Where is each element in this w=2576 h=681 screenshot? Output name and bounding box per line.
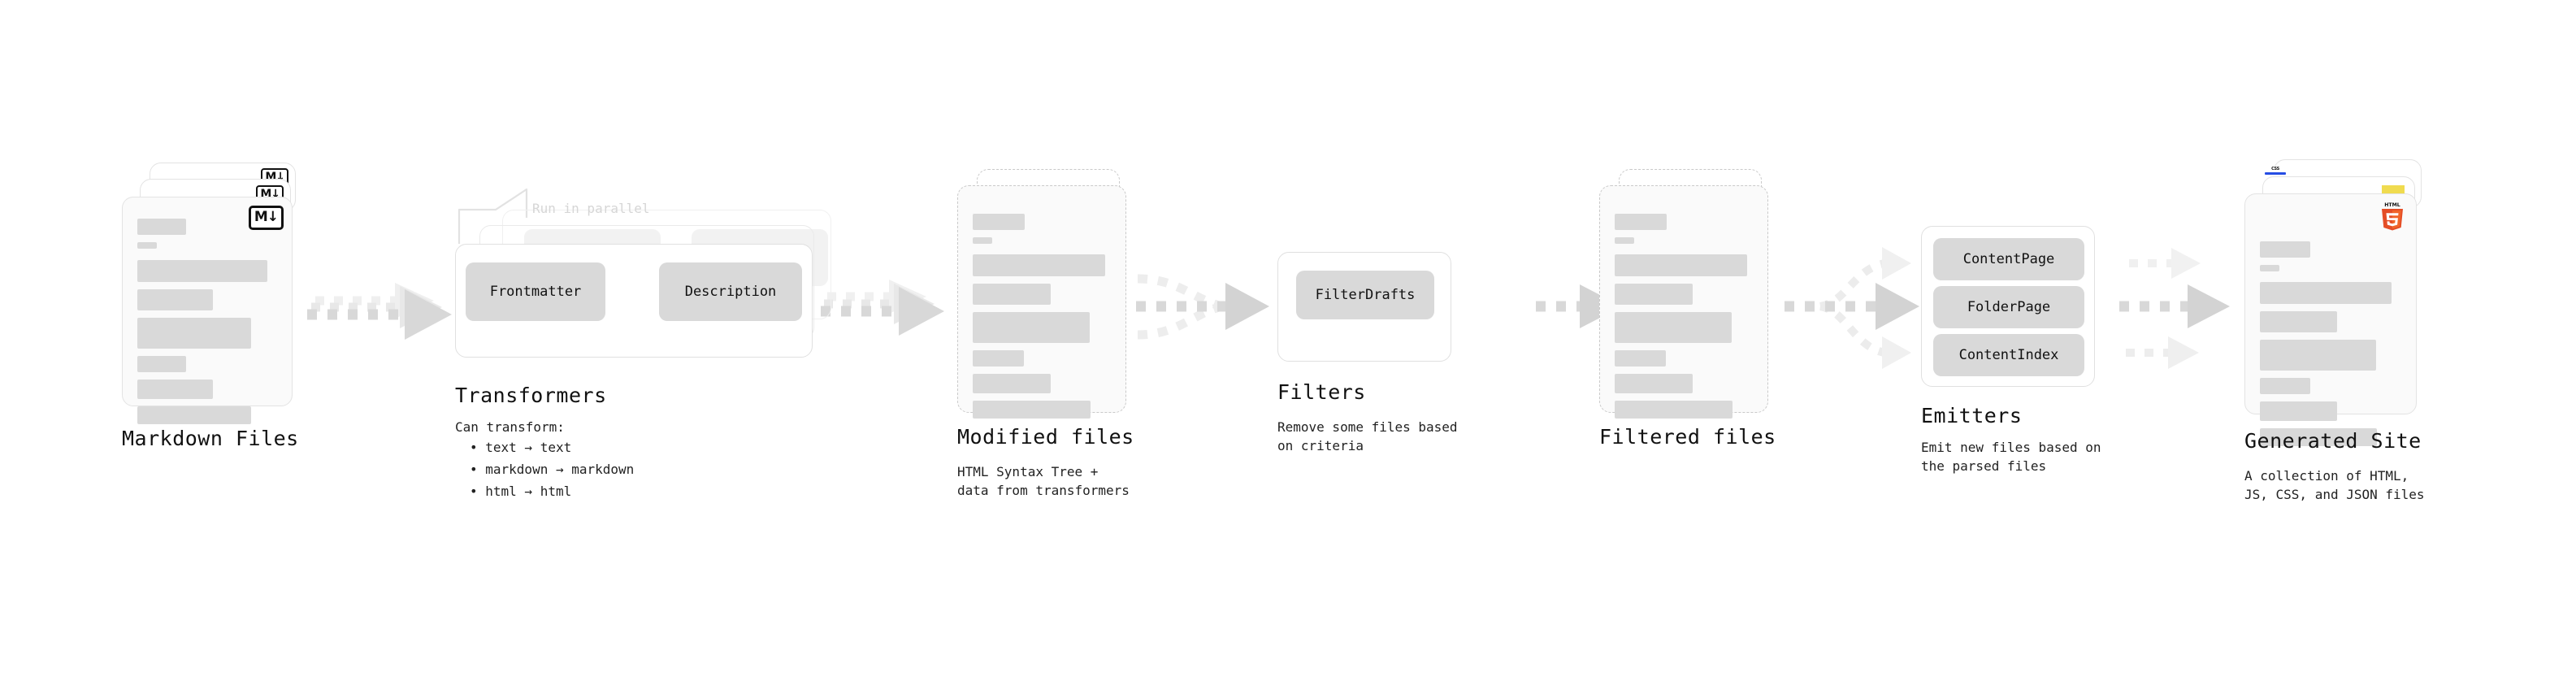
doc-bar	[137, 289, 213, 310]
chip-frontmatter[interactable]: Frontmatter	[466, 262, 605, 321]
chip-filterdrafts[interactable]: FilterDrafts	[1296, 271, 1434, 319]
doc-bar	[1615, 254, 1747, 276]
doc-bar	[1615, 284, 1693, 305]
doc-bar	[973, 237, 992, 244]
doc-bar	[1615, 350, 1666, 367]
doc-bar	[973, 374, 1051, 393]
doc-bar	[2260, 428, 2377, 446]
doc-bar	[2260, 265, 2279, 271]
css-badge-label: CSS	[2271, 167, 2279, 171]
doc-bar	[137, 242, 157, 249]
filters-line-1: Remove some files based	[1277, 419, 1458, 435]
arrow-filtered-to-emitters	[1785, 247, 1919, 369]
modified-files-line-2: data from transformers	[957, 483, 1130, 498]
markdown-doc-front: M↓	[122, 197, 293, 424]
doc-bar	[1615, 374, 1693, 393]
modified-doc-content	[973, 214, 1112, 426]
transformers-group-front[interactable]: Frontmatter Description	[455, 244, 813, 358]
transformers-bullet-1: • text → text	[470, 440, 572, 455]
doc-bar	[1615, 237, 1634, 244]
transformers-bullet-3: • html → html	[470, 484, 572, 499]
generated-site-title: Generated Site	[2244, 429, 2422, 453]
emitters-group[interactable]: ContentPage FolderPage ContentIndex	[1921, 226, 2095, 387]
doc-bar	[973, 312, 1090, 343]
markdown-doc-content	[137, 219, 279, 432]
doc-bar	[2260, 282, 2392, 304]
emitters-title: Emitters	[1921, 404, 2023, 427]
chip-folderpage[interactable]: FolderPage	[1933, 286, 2084, 328]
filters-title: Filters	[1277, 380, 1366, 404]
stage-markdown-files: M↓ M↓ M↓	[122, 163, 309, 424]
html5-icon: HTML	[2382, 202, 2403, 231]
markdown-files-title: Markdown Files	[122, 427, 299, 450]
doc-bar	[137, 356, 186, 372]
run-in-parallel-label: Run in parallel	[532, 201, 650, 216]
doc-bar	[973, 254, 1105, 276]
doc-bar	[137, 380, 213, 399]
doc-bar	[973, 284, 1051, 305]
chip-contentindex[interactable]: ContentIndex	[1933, 334, 2084, 376]
modified-doc-front	[957, 185, 1126, 419]
doc-bar	[973, 350, 1024, 367]
generated-doc-front: HTML	[2244, 193, 2417, 446]
arrow-transformers-to-modified	[821, 280, 944, 336]
stage-transformers: Frontmatter Description	[455, 207, 837, 370]
doc-bar	[2260, 241, 2310, 258]
stage-filtered-files	[1599, 169, 1786, 429]
doc-bar	[1615, 401, 1733, 419]
stage-modified-files	[957, 169, 1144, 429]
doc-bar	[2260, 378, 2310, 394]
emitters-line-2: the parsed files	[1921, 458, 2047, 474]
emitters-line-1: Emit new files based on	[1921, 440, 2101, 455]
filtered-doc-content	[1615, 214, 1754, 426]
doc-bar	[973, 214, 1025, 230]
stage-generated-site: CSS HTML	[2244, 159, 2439, 446]
transformers-title: Transformers	[455, 384, 607, 407]
doc-bar	[2260, 311, 2337, 332]
generated-site-line-1: A collection of HTML,	[2244, 468, 2409, 484]
arrow-emitters-to-generated	[2119, 248, 2230, 369]
transformers-bullet-2: • markdown → markdown	[470, 462, 635, 477]
filters-group[interactable]: FilterDrafts	[1277, 252, 1451, 362]
doc-bar	[137, 406, 251, 424]
chip-description[interactable]: Description	[659, 262, 802, 321]
doc-bar	[1615, 312, 1732, 343]
arrow-markdown-to-transformers	[307, 283, 452, 340]
doc-bar	[137, 260, 267, 282]
filtered-files-title: Filtered files	[1599, 425, 1776, 449]
filters-line-2: on criteria	[1277, 438, 1364, 453]
svg-text:HTML: HTML	[2384, 202, 2400, 208]
markdown-badge: M↓	[248, 206, 284, 230]
doc-bar	[2260, 340, 2376, 371]
doc-bar	[137, 318, 251, 349]
modified-files-title: Modified files	[957, 425, 1134, 449]
doc-bar	[2260, 401, 2337, 421]
html5-badge: HTML	[2379, 201, 2406, 235]
transformers-subtitle: Can transform:	[455, 419, 565, 435]
doc-bar	[1615, 214, 1667, 230]
generated-site-line-2: JS, CSS, and JSON files	[2244, 487, 2425, 502]
markdown-doc-stack: M↓ M↓ M↓	[122, 163, 309, 424]
modified-files-line-1: HTML Syntax Tree +	[957, 464, 1099, 479]
css-badge-rule	[2265, 172, 2286, 175]
css-badge: CSS	[2265, 167, 2286, 177]
doc-bar	[973, 401, 1091, 419]
doc-bar	[137, 219, 186, 235]
arrow-modified-to-filters	[1136, 274, 1269, 340]
generated-doc-content	[2260, 241, 2403, 453]
chip-contentpage[interactable]: ContentPage	[1933, 238, 2084, 280]
filtered-doc-front	[1599, 185, 1768, 419]
